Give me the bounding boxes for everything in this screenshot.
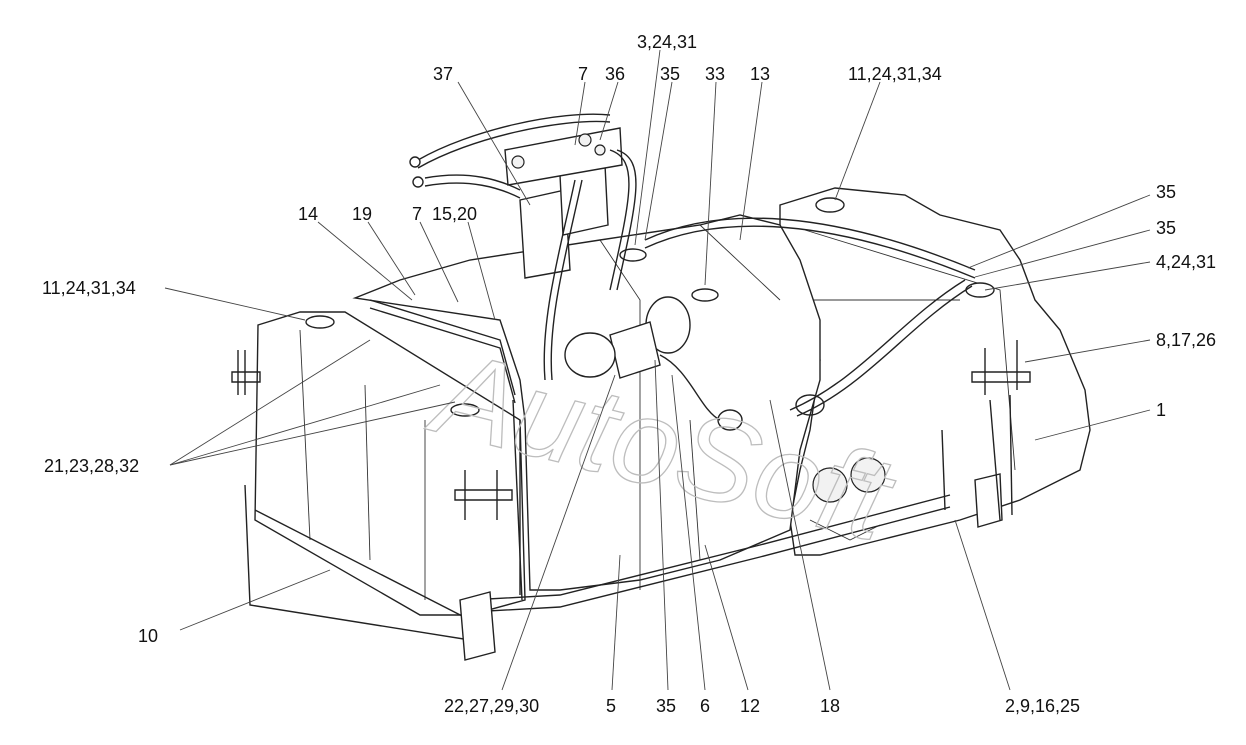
callout-label: 6 (700, 696, 710, 716)
callout-label: 14 (298, 204, 318, 224)
callout-label: 35 (656, 696, 676, 716)
callout-label: 19 (352, 204, 372, 224)
callout-label: 3,24,31 (637, 32, 697, 52)
callout-label: 35 (1156, 182, 1176, 202)
callout-label: 35 (660, 64, 680, 84)
fuel-filter-assembly (504, 127, 623, 279)
main-fuel-tank (779, 187, 1091, 556)
callout-label: 7 (578, 64, 588, 84)
callout-label: 36 (605, 64, 625, 84)
callout-label: 12 (740, 696, 760, 716)
callout-label: 35 (1156, 218, 1176, 238)
callout-label: 37 (433, 64, 453, 84)
fuel-filler-cap (564, 296, 691, 379)
callout-label: 18 (820, 696, 840, 716)
left-fuel-tank (254, 311, 526, 616)
callout-label: 13 (750, 64, 770, 84)
callout-label: 33 (705, 64, 725, 84)
callout-label: 11,24,31,34 (848, 64, 942, 84)
fuel-lines (369, 113, 976, 601)
callout-label: 4,24,31 (1156, 252, 1216, 272)
mounting-frame (231, 340, 1031, 661)
callout-labels: 3,24,31 37 7 36 35 33 13 11,24,31,34 35 … (42, 32, 1216, 716)
callout-label: 8,17,26 (1156, 330, 1216, 350)
callout-label: 5 (606, 696, 616, 716)
callout-label: 21,23,28,32 (44, 456, 139, 476)
callout-label: 2,9,16,25 (1005, 696, 1080, 716)
callout-label: 15,20 (432, 204, 477, 224)
callout-label: 7 (412, 204, 422, 224)
callout-label: 1 (1156, 400, 1166, 420)
leader-lines (164, 49, 1151, 691)
callout-label: 10 (138, 626, 158, 646)
callout-label: 22,27,29,30 (444, 696, 539, 716)
callout-label: 11,24,31,34 (42, 278, 136, 298)
middle-fuel-tank (352, 214, 821, 591)
